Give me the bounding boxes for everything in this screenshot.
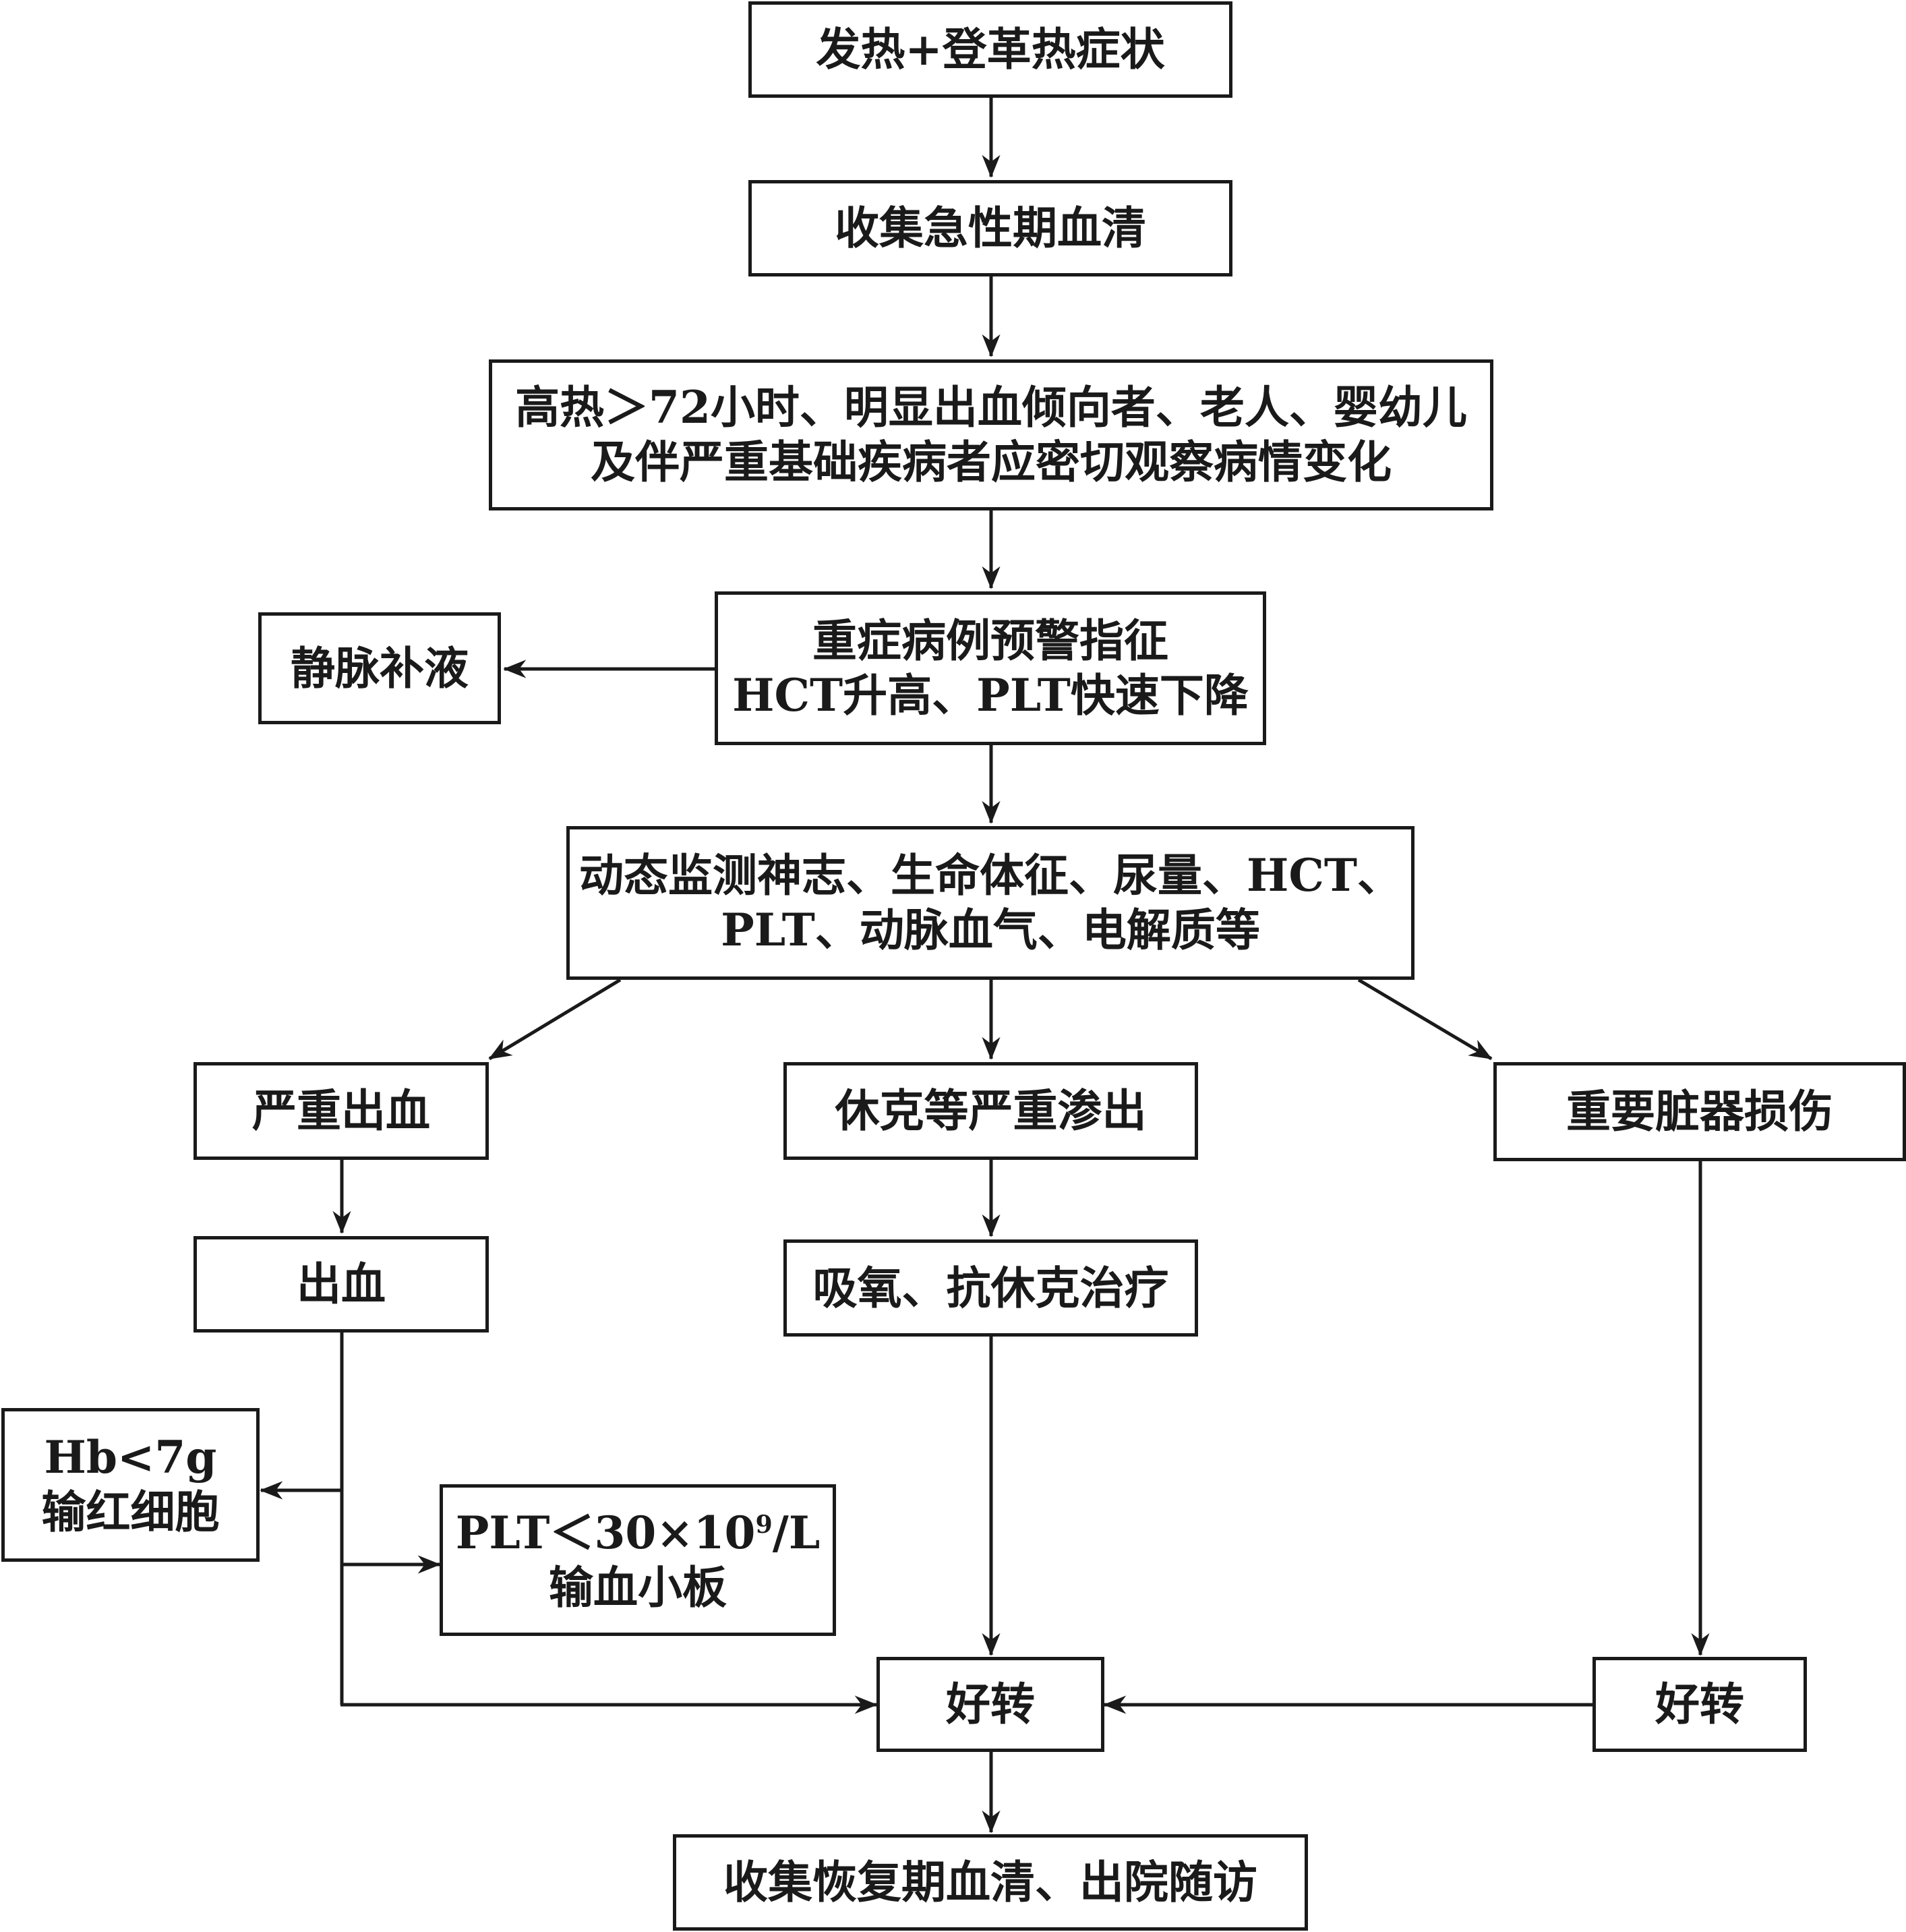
node-fever-symptoms: 发热+登革热症状: [748, 1, 1232, 98]
node-severe-bleeding: 严重出血: [193, 1062, 489, 1160]
node-plt-action: 输血小板: [549, 1560, 727, 1614]
arrow-monitor-to-severe-bleeding: [488, 978, 622, 1061]
arrow-monitor-to-organ-damage: [1357, 978, 1493, 1061]
node-bleeding-label: 出血: [297, 1258, 386, 1311]
node-shock-severe-exudation: 休克等严重渗出: [783, 1062, 1198, 1160]
node-recovery-followup-label: 收集恢复期血清、出院随访: [723, 1856, 1257, 1909]
node-collect-acute-serum-label: 收集急性期血清: [835, 202, 1146, 255]
node-hb-action: 输红细胞: [41, 1486, 220, 1538]
node-plt-transfuse-platelets: PLT＜30×109/L 输血小板: [440, 1484, 836, 1636]
node-hb-threshold: Hb<7g: [44, 1431, 217, 1484]
node-collect-acute-serum: 收集急性期血清: [748, 180, 1232, 276]
node-improvement-right: 好转: [1592, 1657, 1807, 1752]
node-close-observation-line2: 及伴严重基础疾病者应密切观察病情变化: [591, 436, 1392, 488]
node-warning-signs: 重症病例预警指征 HCT升高、PLT快速下降: [715, 591, 1266, 745]
node-fever-symptoms-label: 发热+登革热症状: [816, 23, 1165, 76]
node-vital-organ-damage: 重要脏器损伤: [1493, 1062, 1906, 1161]
node-improvement-center-label: 好转: [946, 1678, 1035, 1731]
node-close-observation: 高热＞72小时、明显出血倾向者、老人、婴幼儿 及伴严重基础疾病者应密切观察病情变…: [489, 359, 1493, 510]
node-hb-transfuse-rbc: Hb<7g 输红细胞: [1, 1408, 260, 1562]
node-vital-organ-damage-label: 重要脏器损伤: [1566, 1085, 1833, 1138]
node-warning-signs-line1: 重症病例预警指征: [812, 614, 1168, 668]
node-close-observation-line1: 高热＞72小时、明显出血倾向者、老人、婴幼儿: [515, 381, 1467, 434]
node-plt-threshold: PLT＜30×109/L: [455, 1506, 821, 1559]
node-iv-fluids-label: 静脉补液: [291, 641, 469, 695]
node-dynamic-monitoring: 动态监测神志、生命体征、尿量、HCT、 PLT、动脉血气、电解质等: [566, 826, 1414, 980]
node-improvement-right-label: 好转: [1655, 1678, 1744, 1731]
node-shock-severe-exudation-label: 休克等严重渗出: [835, 1084, 1147, 1138]
node-warning-signs-line2: HCT升高、PLT快速下降: [732, 669, 1249, 722]
node-severe-bleeding-label: 严重出血: [252, 1084, 430, 1138]
node-improvement-center: 好转: [876, 1657, 1104, 1752]
node-recovery-followup: 收集恢复期血清、出院随访: [673, 1834, 1308, 1931]
node-bleeding: 出血: [193, 1236, 489, 1333]
node-dynamic-monitoring-line2: PLT、动脉血气、电解质等: [721, 904, 1260, 956]
node-oxygen-anti-shock: 吸氧、抗休克治疗: [783, 1239, 1198, 1337]
node-oxygen-anti-shock-label: 吸氧、抗休克治疗: [812, 1261, 1169, 1314]
node-iv-fluids: 静脉补液: [258, 612, 501, 724]
node-dynamic-monitoring-line1: 动态监测神志、生命体征、尿量、HCT、: [578, 849, 1402, 902]
